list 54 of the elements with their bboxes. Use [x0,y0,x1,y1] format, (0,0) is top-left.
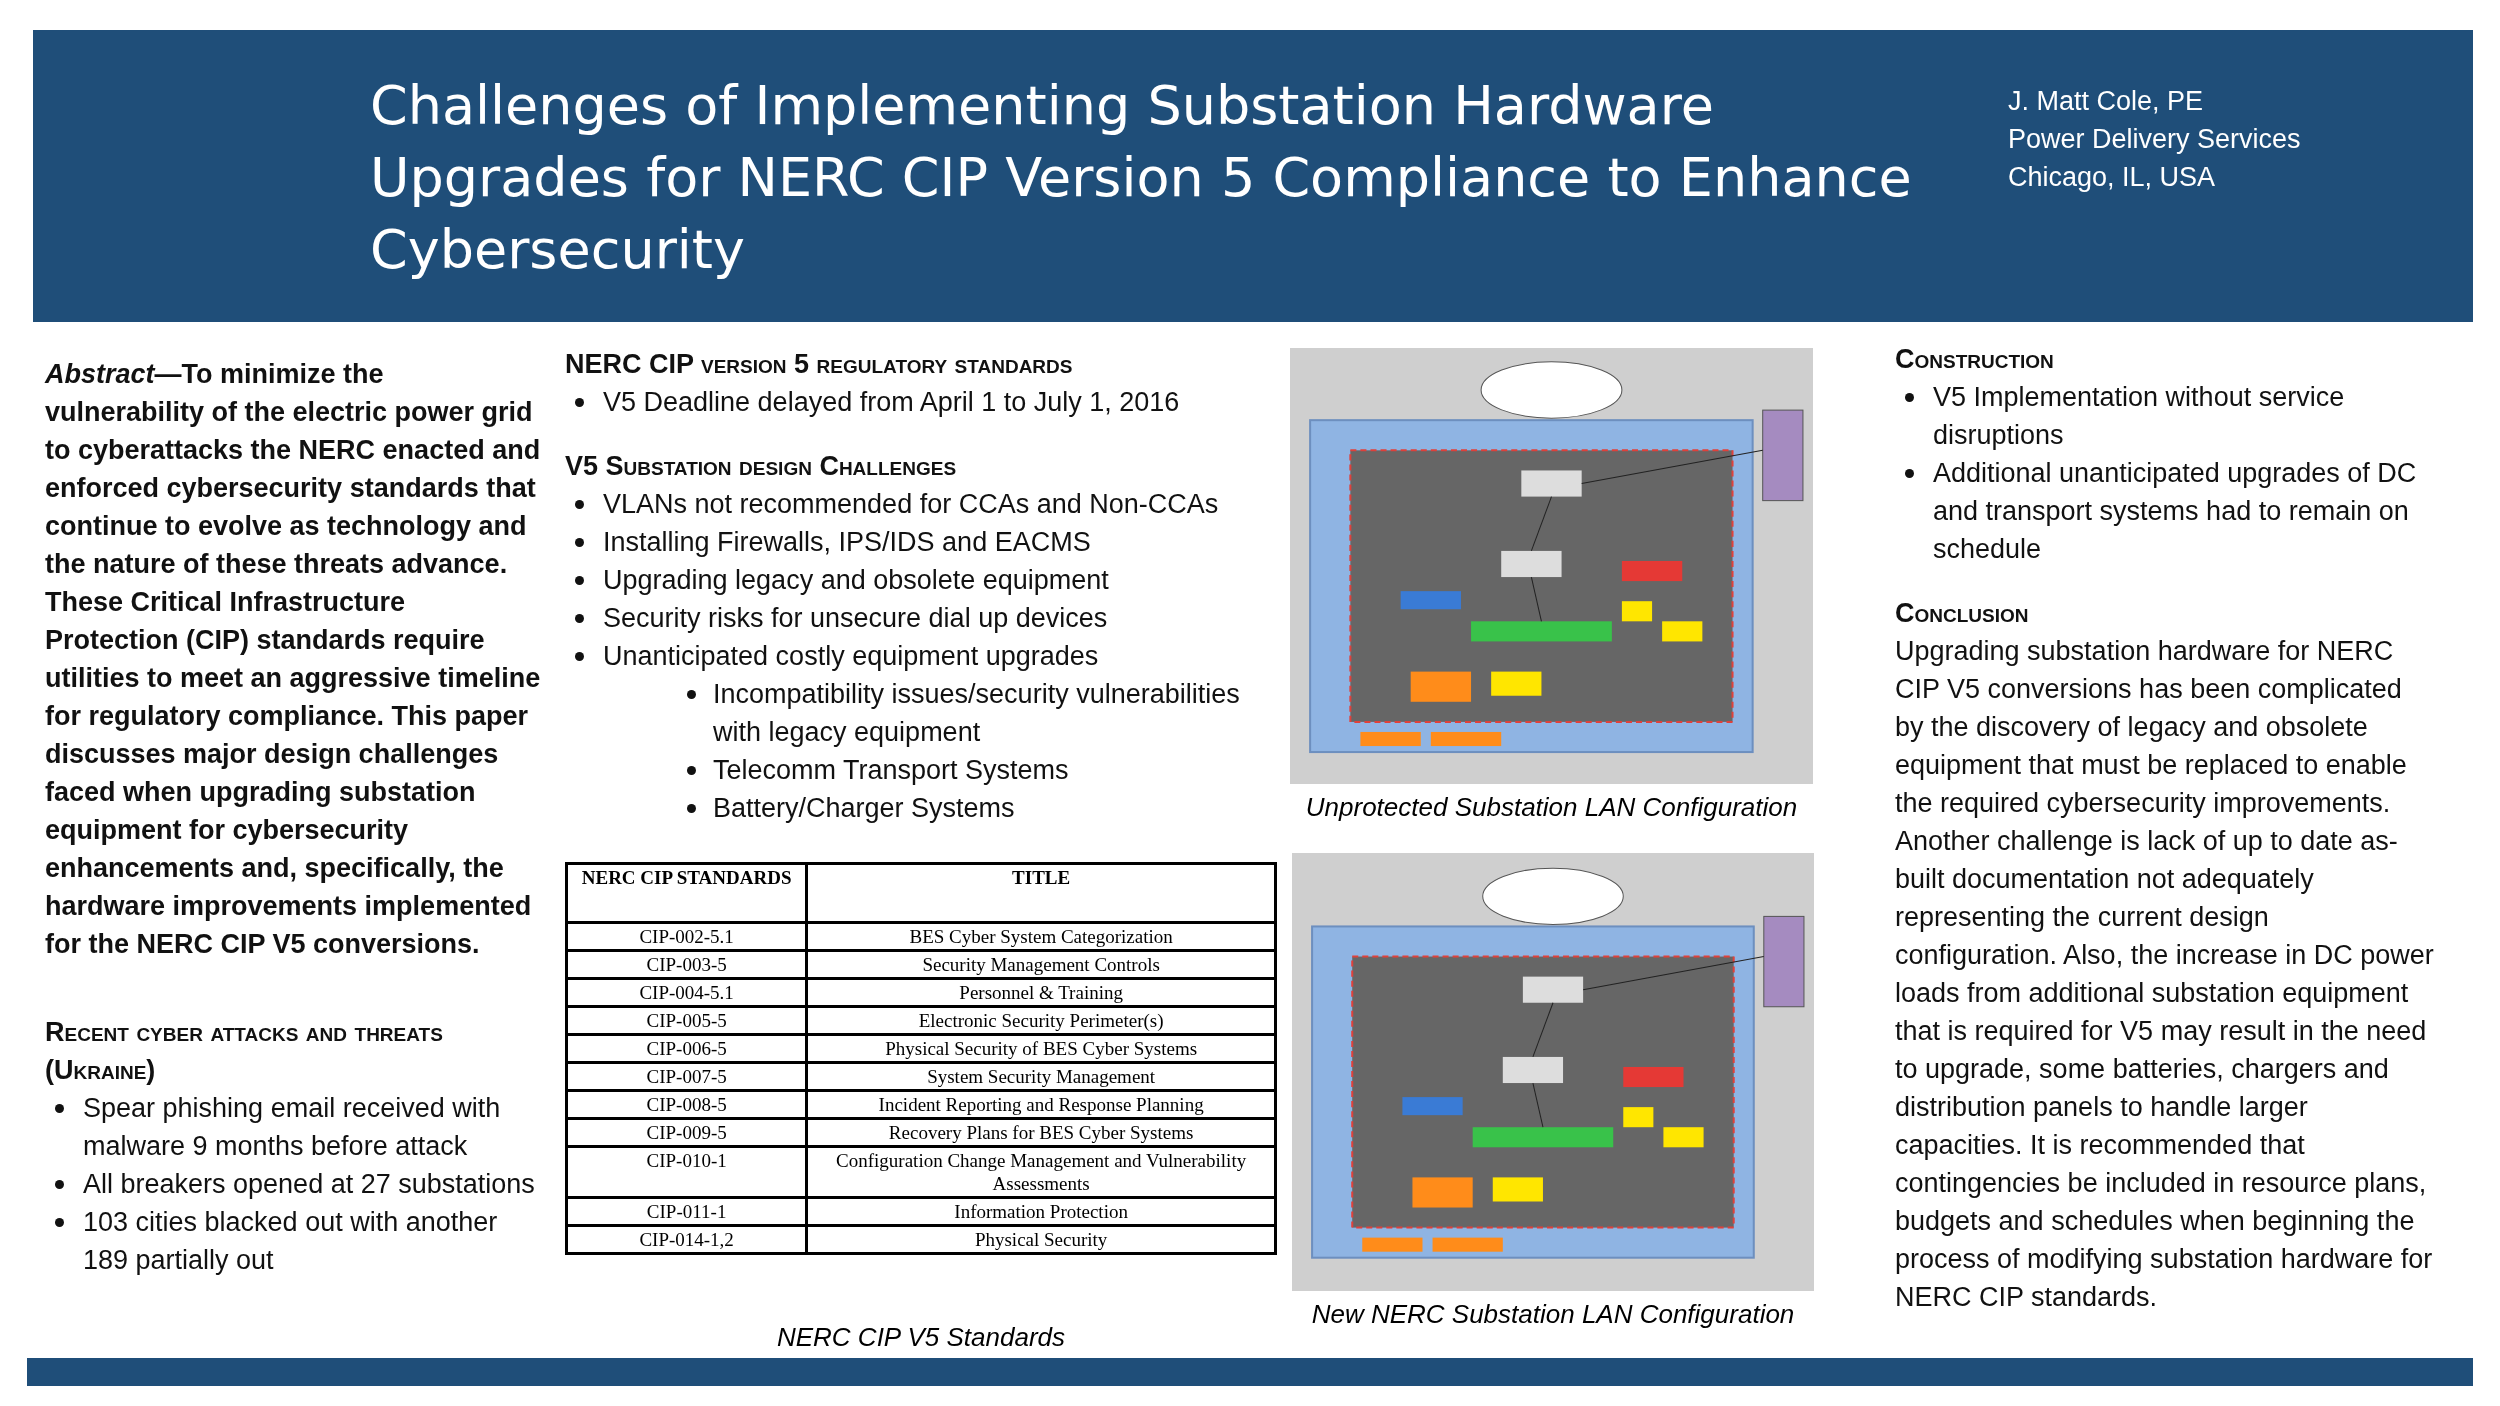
abstract-paragraph: Abstract—To minimize the vulnerability of the electric power grid to cyberattacks the NERC enacted and enforced cybersecurity standards that continue to evolve as technology and the nature of these threats advance. These Critical Infrastructure Protection (CIP) standards require utilities to meet an aggressive timeline for regulatory compliance. This paper discusses major design challenges faced when upgrading substation equipment for cybersecurity enhancements and, specifically, the hardware improvements implemented for the NERC CIP V5 conversions. [45,358,542,961]
author-text: J. Matt Cole, PE [2008,85,2205,118]
table-cell: BES Cyber System Categorization [806,922,1276,951]
network-diagram-picture [1292,853,1814,1291]
bullet-item: Upgrading legacy and obsolete equipment [565,561,1285,599]
section-heading: NERC CIP version 5 regulatory standards [565,348,1074,381]
table-cell: CIP-006-5 [566,1034,807,1063]
table-cell: NERC CIP STANDARDS [566,863,807,923]
bullet-item: 103 cities blacked out with another 189 partially out [45,1203,545,1279]
table-cell: Configuration Change Management and Vulnerability Assessments [806,1146,1276,1198]
sub-bullet-item: Telecomm Transport Systems [565,751,1285,789]
table-cell: TITLE [806,863,1276,923]
bullet-item: Spear phishing email received with malware 9 months before attack [45,1089,545,1165]
table-cell: Personnel & Training [806,978,1276,1007]
bullet-item: Installing Firewalls, IPS/IDS and EACMS [565,523,1285,561]
table-cell: CIP-007-5 [566,1062,807,1091]
author-text: Chicago, IL, USA [2008,161,2217,194]
figure-caption: Unprotected Substation LAN Configuration [1304,792,1799,823]
author-text: Power Delivery Services [2008,123,2301,156]
table-cell: CIP-010-1 [566,1146,807,1198]
bullet-item: VLANs not recommended for CCAs and Non-CCAs [565,485,1285,523]
bullet-item: V5 Implementation without service disruptions [1895,378,2435,454]
bullet-item: Additional unanticipated upgrades of DC and transport systems had to remain on schedule [1895,454,2435,568]
table-cell: CIP-009-5 [566,1118,807,1147]
table-cell: CIP-003-5 [566,950,807,979]
network-diagram-picture [1290,348,1813,784]
table-cell: CIP-005-5 [566,1006,807,1035]
bullet-item: Unanticipated costly equipment upgrades [565,637,1285,675]
table-cell: Recovery Plans for BES Cyber Systems [806,1118,1276,1147]
conclusion-paragraph: Upgrading substation hardware for NERC CIP V5 conversions has been complicated by the discovery of legacy and obsolete equipment that must be replaced to enable the required cybersecurity improvements. Another challenge is lack of up to date as-built documentation not adequately representing the current design configuration. Also, the increase in DC power loads from additional substation equipment that is required for V5 may result in the need to upgrade, some batteries, chargers and distribution panels to handle larger capacities. It is recommended that contingencies be included in resource plans, budgets and schedules when beginning the process of modifying substation hardware for NERC CIP standards. [1895,635,2435,1314]
table-cell: System Security Management [806,1062,1276,1091]
section-heading: Construction [1895,343,2055,376]
bullet-item: Security risks for unsecure dial up devices [565,599,1285,637]
table-cell: CIP-008-5 [566,1090,807,1119]
poster-title: Challenges of Implementing Substation Hardware Upgrades for NERC CIP Version 5 Compliance to Enhance Cybersecurity [370,73,1913,283]
section-heading: Recent cyber attacks and threats (Ukraine) [45,1016,444,1087]
sub-bullet-item: Battery/Charger Systems [565,789,1285,827]
table-cell: CIP-002-5.1 [566,922,807,951]
table-cell: CIP-011-1 [566,1197,807,1226]
table-cell: CIP-014-1,2 [566,1225,807,1254]
table-cell: Security Management Controls [806,950,1276,979]
figure-caption: New NERC Substation LAN Configuration [1310,1299,1796,1330]
section-heading: Conclusion [1895,597,2030,630]
table-cell: Incident Reporting and Response Planning [806,1090,1276,1119]
section-heading: V5 Substation design Challenges [565,450,958,483]
table-cell: Electronic Security Perimeter(s) [806,1006,1276,1035]
bullet-item: V5 Deadline delayed from April 1 to July 1, 2016 [565,383,1285,421]
bullet-item: All breakers opened at 27 substations [45,1165,545,1203]
table-cell: Information Protection [806,1197,1276,1226]
table-cell: CIP-004-5.1 [566,978,807,1007]
sub-bullet-item: Incompatibility issues/security vulnerabilities with legacy equipment [565,675,1285,751]
table-cell: Physical Security of BES Cyber Systems [806,1034,1276,1063]
table-cell: Physical Security [806,1225,1276,1254]
table-caption: NERC CIP V5 Standards [775,1322,1066,1353]
